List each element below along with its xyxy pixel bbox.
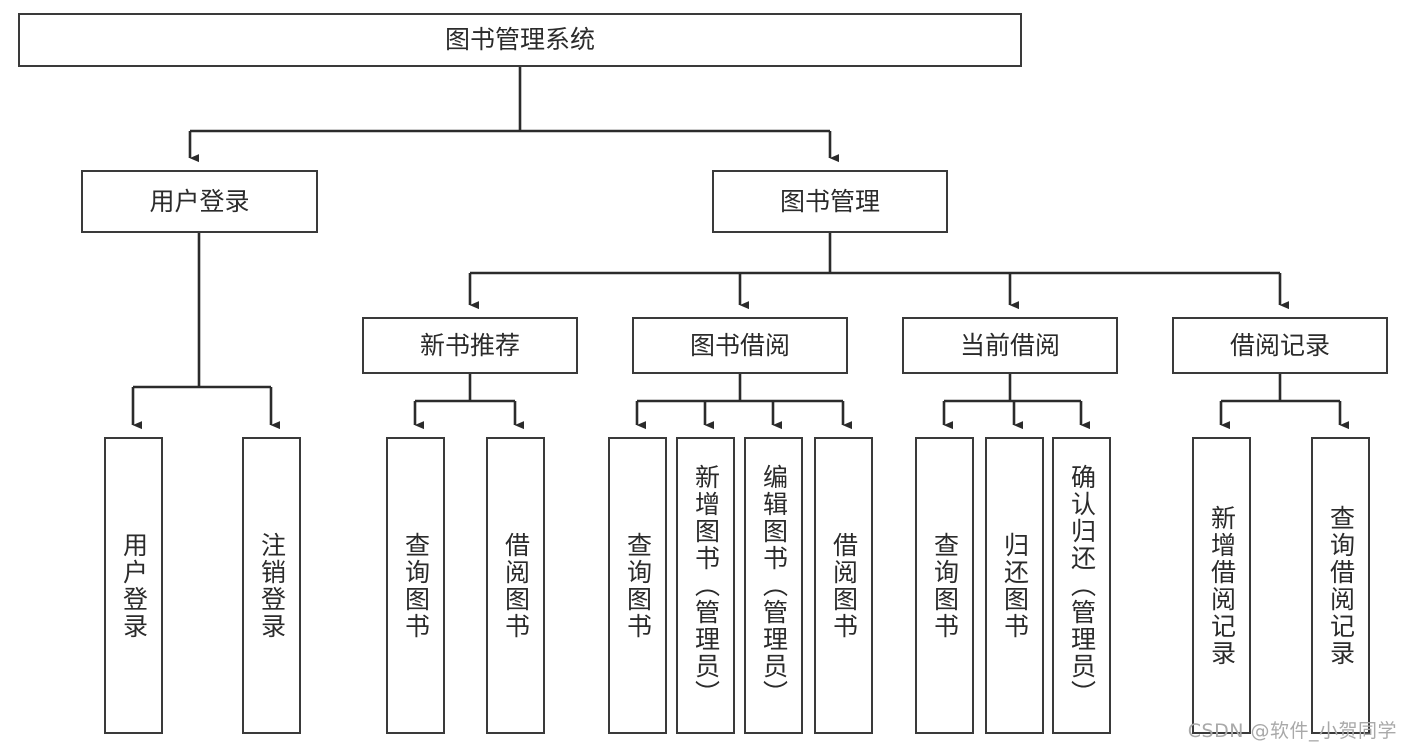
node-leaf-logout[interactable]: 注销登录 bbox=[242, 437, 301, 734]
node-book-borrow[interactable]: 图书借阅 bbox=[632, 317, 848, 374]
node-book-management-label: 图书管理 bbox=[779, 186, 880, 216]
node-borrow-record-label: 借阅记录 bbox=[1229, 330, 1330, 360]
node-leaf-query-record-label: 查询借阅记录 bbox=[1326, 504, 1356, 667]
node-leaf-add-record-label: 新增借阅记录 bbox=[1207, 504, 1237, 667]
node-user-login[interactable]: 用户登录 bbox=[81, 170, 318, 233]
node-leaf-borrow-book-2-label: 借阅图书 bbox=[829, 531, 859, 640]
node-leaf-borrow-book-1[interactable]: 借阅图书 bbox=[486, 437, 545, 734]
node-leaf-query-book-3[interactable]: 查询图书 bbox=[915, 437, 974, 734]
node-new-book-recommend[interactable]: 新书推荐 bbox=[362, 317, 578, 374]
node-leaf-return-book[interactable]: 归还图书 bbox=[985, 437, 1044, 734]
node-leaf-edit-book[interactable]: 编辑图书（管理员） bbox=[744, 437, 803, 734]
node-book-borrow-label: 图书借阅 bbox=[689, 330, 790, 360]
node-leaf-query-book-1-label: 查询图书 bbox=[401, 531, 431, 640]
node-current-borrow[interactable]: 当前借阅 bbox=[902, 317, 1118, 374]
node-leaf-user-login-label: 用户登录 bbox=[119, 531, 149, 640]
node-leaf-add-record[interactable]: 新增借阅记录 bbox=[1192, 437, 1251, 734]
node-leaf-logout-label: 注销登录 bbox=[257, 531, 287, 640]
node-leaf-add-book[interactable]: 新增图书（管理员） bbox=[676, 437, 735, 734]
node-leaf-edit-book-label: 编辑图书（管理员） bbox=[759, 464, 789, 707]
node-leaf-query-record[interactable]: 查询借阅记录 bbox=[1311, 437, 1370, 734]
node-leaf-add-book-label: 新增图书（管理员） bbox=[691, 464, 721, 707]
node-root[interactable]: 图书管理系统 bbox=[18, 13, 1022, 67]
node-leaf-confirm-return-label: 确认归还（管理员） bbox=[1067, 464, 1097, 707]
node-leaf-user-login[interactable]: 用户登录 bbox=[104, 437, 163, 734]
node-book-management[interactable]: 图书管理 bbox=[712, 170, 948, 233]
csdn-watermark: CSDN @软件_小贺同学 bbox=[1187, 720, 1397, 742]
node-leaf-query-book-2[interactable]: 查询图书 bbox=[608, 437, 667, 734]
node-new-book-recommend-label: 新书推荐 bbox=[419, 330, 520, 360]
node-leaf-borrow-book-2[interactable]: 借阅图书 bbox=[814, 437, 873, 734]
node-leaf-query-book-3-label: 查询图书 bbox=[930, 531, 960, 640]
node-leaf-borrow-book-1-label: 借阅图书 bbox=[501, 531, 531, 640]
node-root-label: 图书管理系统 bbox=[444, 25, 595, 54]
node-user-login-label: 用户登录 bbox=[149, 186, 250, 216]
node-leaf-confirm-return[interactable]: 确认归还（管理员） bbox=[1052, 437, 1111, 734]
node-borrow-record[interactable]: 借阅记录 bbox=[1172, 317, 1388, 374]
node-leaf-return-book-label: 归还图书 bbox=[1000, 531, 1030, 640]
node-leaf-query-book-1[interactable]: 查询图书 bbox=[386, 437, 445, 734]
node-leaf-query-book-2-label: 查询图书 bbox=[623, 531, 653, 640]
node-current-borrow-label: 当前借阅 bbox=[959, 330, 1060, 360]
